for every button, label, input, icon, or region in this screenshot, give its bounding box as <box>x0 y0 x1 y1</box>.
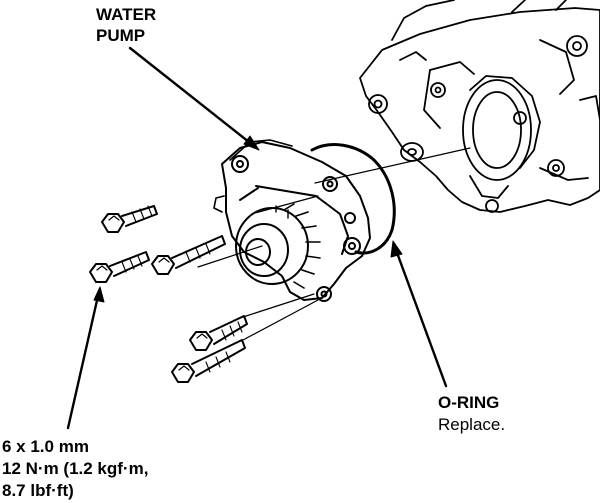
bolt-spec-torque-imperial: 8.7 lbf·ft) <box>2 481 74 500</box>
bolt-lower <box>189 315 248 351</box>
o-ring <box>310 143 396 255</box>
bolt-top <box>101 205 158 233</box>
engine-block <box>359 0 600 213</box>
bolt-middle <box>151 235 226 275</box>
bolt-spec-torque: 12 N·m (1.2 kgf·m, <box>2 459 149 478</box>
leader-arrows <box>66 46 448 430</box>
water-pump <box>213 139 371 302</box>
o-ring-label: O-RING <box>438 393 500 412</box>
bolt-bottom <box>171 339 246 383</box>
o-ring-note: Replace. <box>438 415 506 434</box>
bolt-spec-size: 6 x 1.0 mm <box>2 437 89 456</box>
bolt-left <box>89 251 150 283</box>
guide-lines <box>197 147 471 341</box>
water-pump-label-line2: PUMP <box>96 26 146 45</box>
water-pump-label-line1: WATER <box>96 5 157 24</box>
